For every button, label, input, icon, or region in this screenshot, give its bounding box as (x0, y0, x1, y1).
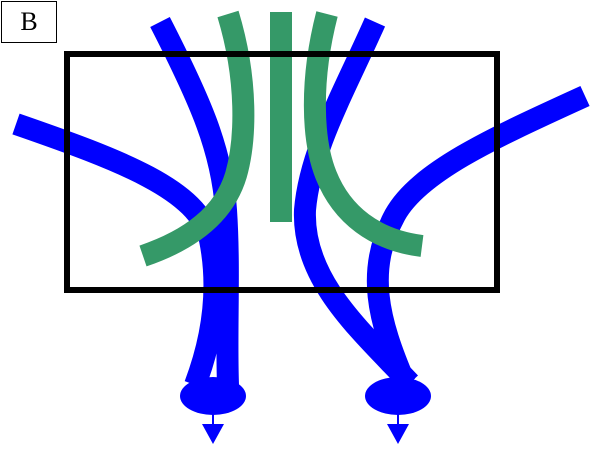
blue-arrowhead-left (202, 424, 224, 444)
blue-fiber-far-right (366, 86, 590, 388)
blue-fiber-far-left (12, 113, 226, 389)
green-fiber-right (303, 11, 424, 257)
blue-arrowhead-right (387, 424, 409, 444)
region-box (64, 51, 500, 293)
green-fiber-group (139, 10, 424, 267)
panel-label: B (1, 1, 57, 43)
green-fiber-left (139, 10, 255, 267)
blue-fiber-right-top (293, 17, 419, 391)
blue-fiber-group (12, 16, 590, 444)
blue-terminal-left (180, 377, 246, 415)
blue-terminal-right (365, 377, 431, 415)
